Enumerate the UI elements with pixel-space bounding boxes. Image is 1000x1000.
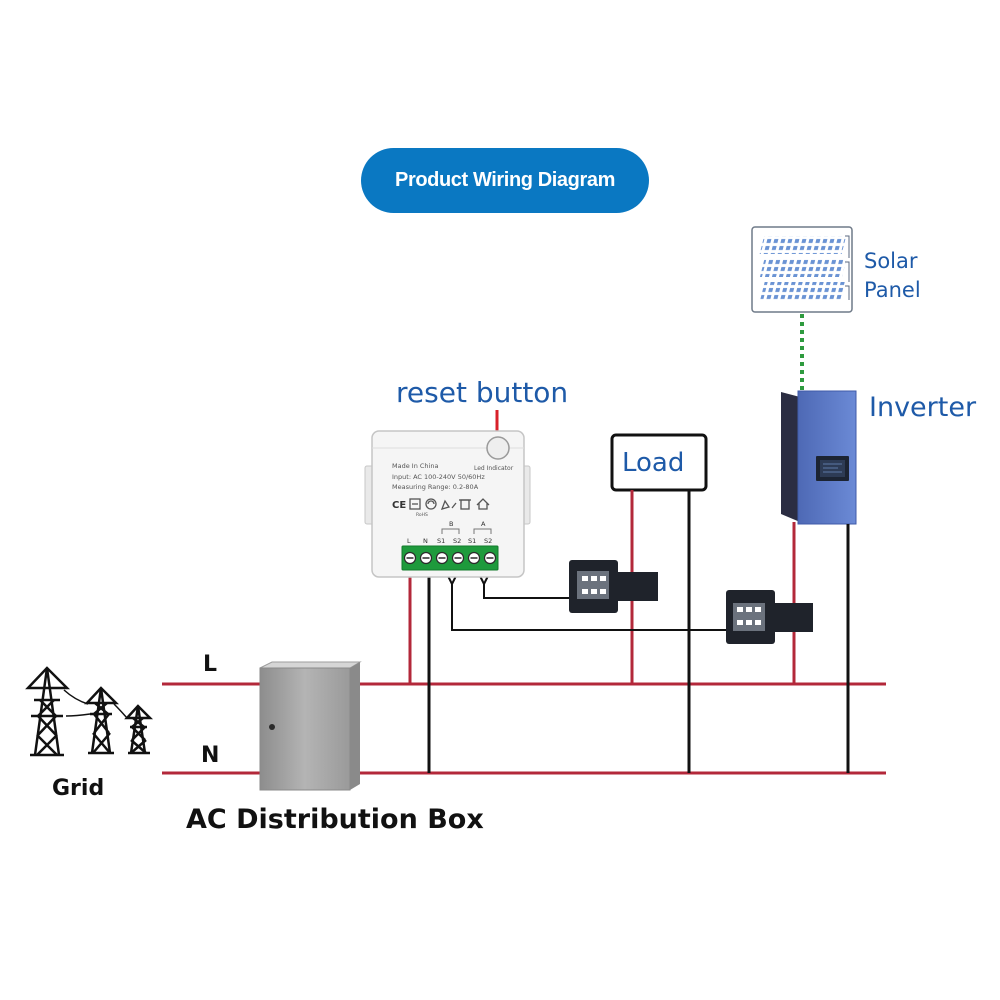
- solar-panel-label-line1: Solar: [864, 249, 918, 273]
- disposal-icon: [425, 498, 437, 510]
- fcc-icon: [409, 498, 421, 510]
- terminal-label-s2-a: S2: [484, 537, 492, 545]
- load-label: Load: [622, 448, 684, 478]
- terminal-label-n: N: [423, 537, 428, 545]
- meter-led-indicator-label: Led Indicator: [474, 465, 514, 472]
- ct-clamp-inverter: [726, 590, 813, 644]
- meter-measuring-range: Measuring Range: 0.2-80A: [392, 483, 479, 491]
- grid-towers-icon: [25, 666, 154, 757]
- inverter-label: Inverter: [869, 392, 977, 423]
- reset-button[interactable]: [486, 436, 510, 460]
- terminal-block: [401, 545, 499, 571]
- home-icon: [476, 498, 490, 510]
- smart-meter-module: [364, 430, 531, 578]
- rohs-mark: RoHS: [416, 512, 428, 518]
- inverter: [781, 390, 857, 525]
- load-box: [610, 433, 708, 492]
- distribution-box-label: AC Distribution Box: [186, 804, 484, 835]
- ct-clamp-load: [569, 560, 658, 613]
- grid-label: Grid: [52, 776, 104, 801]
- meter-channel-a: A: [481, 520, 486, 528]
- solar-panel: [751, 226, 853, 313]
- neutral-label: N: [201, 743, 219, 768]
- terminal-label-s1-a: S1: [468, 537, 476, 545]
- trash-icon: [459, 499, 471, 510]
- live-label: L: [203, 652, 217, 677]
- meter-made-in: Made In China: [392, 462, 438, 470]
- terminal-label-l: L: [407, 537, 411, 545]
- terminal-label-s1-b: S1: [437, 537, 445, 545]
- terminal-label-s2-b: S2: [453, 537, 461, 545]
- solar-panel-label-line2: Panel: [864, 278, 921, 302]
- ct-leads: [447, 575, 726, 631]
- ce-mark: CE: [392, 500, 406, 511]
- meter-input-spec: Input: AC 100-240V 50/60Hz: [392, 473, 485, 481]
- reset-button-label: reset button: [396, 376, 568, 409]
- meter-channel-b: B: [449, 520, 453, 528]
- ac-distribution-box: [259, 661, 362, 791]
- page-title: Product Wiring Diagram: [361, 148, 649, 213]
- recycle-icon: [440, 499, 457, 510]
